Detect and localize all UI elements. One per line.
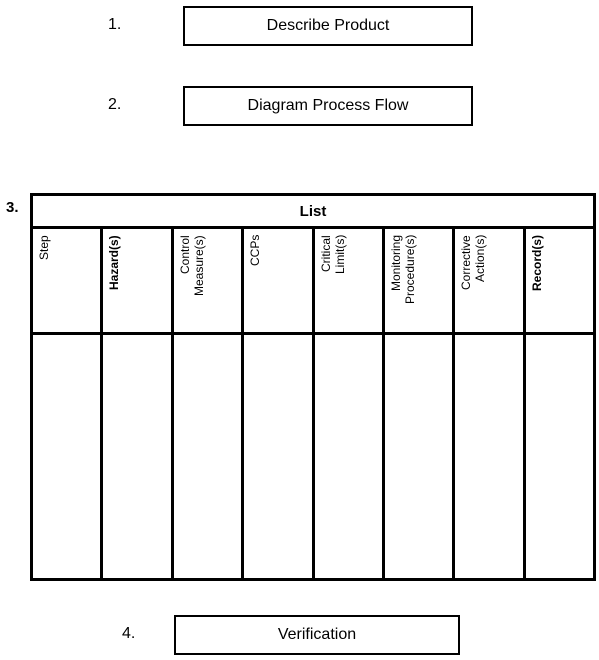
table-column: Hazard(s)	[100, 229, 171, 578]
table-column: Step	[33, 229, 101, 578]
table-column-header-label: CCPs	[248, 235, 263, 267]
list-table: List Step Hazard(s) Control Measure(s) CCPs…	[30, 193, 596, 581]
step-4-number: 4.	[122, 625, 136, 642]
step-verification-label: Verification	[277, 626, 357, 643]
step-1-number: 1.	[108, 16, 122, 33]
table-column-body	[174, 335, 241, 578]
table-column-header-label: Critical Limit(s)	[318, 235, 347, 275]
table-column-header-label: Record(s)	[529, 235, 544, 292]
step-process-flow-box: Diagram Process Flow	[183, 86, 473, 126]
table-column-body	[33, 335, 100, 578]
table-column-header: Corrective Action(s)	[455, 229, 523, 335]
table-column-header: Control Measure(s)	[173, 229, 242, 335]
table-column-header: Critical Limit(s)	[314, 229, 382, 335]
table-column-body	[385, 335, 452, 578]
table-column-header-label: Monitoring Procedure(s)	[388, 235, 417, 305]
table-column-header: Record(s)	[525, 229, 593, 335]
step-describe-product-label: Describe Product	[266, 17, 390, 34]
table-column-body	[455, 335, 522, 578]
step-2-number: 2.	[108, 96, 122, 113]
table-column: Monitoring Procedure(s)	[381, 229, 453, 578]
table-column-header-label: Control Measure(s)	[177, 235, 206, 296]
table-column: Record(s)	[522, 229, 593, 578]
table-column-body	[103, 335, 170, 578]
table-column: Critical Limit(s)	[311, 229, 382, 578]
list-table-columns: Step Hazard(s) Control Measure(s) CCPs Criti…	[33, 229, 593, 578]
table-column-header: Step	[33, 229, 101, 335]
step-verification-box: Verification	[174, 615, 460, 655]
step-describe-product-box: Describe Product	[183, 6, 473, 46]
table-column-header: Hazard(s)	[103, 229, 171, 335]
table-column-header-label: Corrective Action(s)	[459, 235, 488, 290]
table-column-header: Monitoring Procedure(s)	[384, 229, 453, 335]
step-process-flow-label: Diagram Process Flow	[247, 97, 409, 114]
table-column-header-label: Hazard(s)	[107, 235, 122, 290]
table-column: Control Measure(s)	[170, 229, 242, 578]
list-table-title: List	[33, 196, 593, 229]
table-column-header: CCPs	[244, 229, 312, 335]
step-3-number: 3.	[6, 199, 19, 216]
table-column-header-label: Step	[37, 235, 51, 260]
table-column-body	[315, 335, 382, 578]
table-column: Corrective Action(s)	[452, 229, 523, 578]
table-column: CCPs	[241, 229, 312, 578]
table-column-body	[526, 335, 593, 578]
table-column-body	[244, 335, 311, 578]
